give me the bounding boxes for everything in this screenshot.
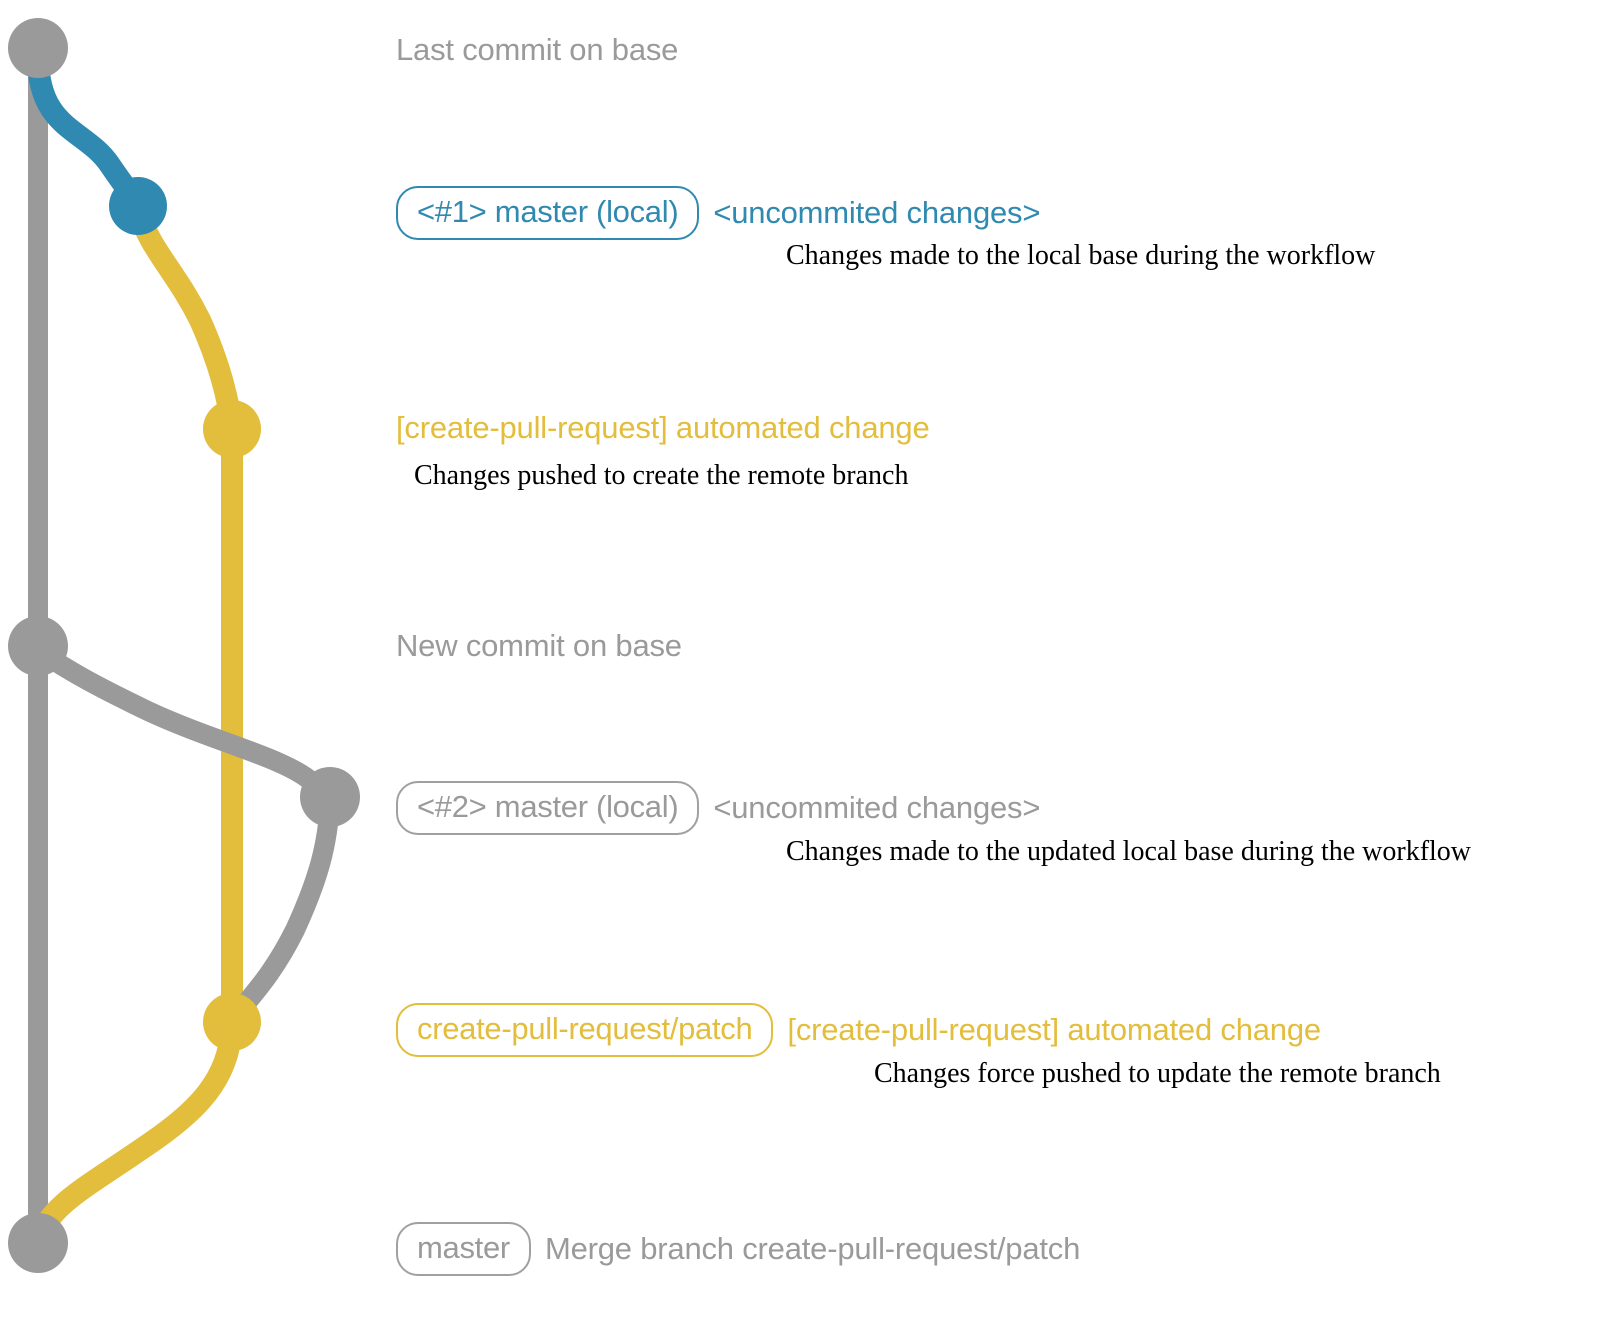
commit-description: Changes made to the updated local base d… (786, 836, 1472, 867)
node-merge-commit (8, 1213, 68, 1273)
branch-badge-master-local-2[interactable]: <#2> master (local) (396, 781, 700, 835)
row-master-merge: master Merge branch create-pull-request/p… (396, 1222, 1080, 1276)
row-last-commit-on-base: Last commit on base (396, 32, 678, 68)
node-local-commit-1 (109, 177, 167, 235)
commit-subject: <uncommited changes> (713, 790, 1041, 825)
local2-to-patch2-gray-line (222, 790, 340, 1032)
commit-headline: New commit on base (396, 628, 682, 663)
branch-badge-master[interactable]: master (396, 1222, 531, 1276)
commit-subject: [create-pull-request] automated change (787, 1012, 1321, 1047)
node-base-head (8, 18, 68, 78)
patch-branch-yellow-line (127, 199, 243, 1033)
commit-headline: [create-pull-request] automated change (396, 410, 930, 445)
row-automated-change-1: [create-pull-request] automated change (396, 410, 930, 446)
row-master-local-2: <#2> master (local) <uncommited changes> (396, 781, 1040, 835)
row-master-local-1: <#1> master (local) <uncommited changes> (396, 186, 1040, 240)
commit-headline: Last commit on base (396, 32, 679, 67)
badge-line: master Merge branch create-pull-request/p… (396, 1222, 1080, 1276)
node-base-new-commit (8, 616, 68, 676)
badge-line: <#2> master (local) <uncommited changes> (396, 781, 1040, 835)
badge-line: create-pull-request/patch [create-pull-re… (396, 1003, 1321, 1057)
commit-subject: <uncommited changes> (713, 195, 1041, 230)
branch-badge-create-pull-request-patch[interactable]: create-pull-request/patch (396, 1003, 774, 1057)
second-local-branch-gray-line (28, 640, 340, 807)
git-commit-graph (8, 18, 360, 1273)
row-new-commit-on-base: New commit on base (396, 628, 682, 664)
commit-description: Changes pushed to create the remote bran… (414, 460, 909, 491)
commit-description: Changes force pushed to update the remot… (874, 1058, 1441, 1089)
row-create-pull-request-patch: create-pull-request/patch [create-pull-re… (396, 1003, 1321, 1057)
node-local-commit-2 (300, 767, 360, 827)
commit-subject: Merge branch create-pull-request/patch (544, 1231, 1081, 1266)
node-patch-commit-2 (203, 993, 261, 1051)
branch-badge-master-local-1[interactable]: <#1> master (local) (396, 186, 700, 240)
badge-line: <#1> master (local) <uncommited changes> (396, 186, 1040, 240)
commit-description: Changes made to the local base during th… (786, 240, 1376, 271)
node-patch-commit-1 (203, 400, 261, 458)
patch-merge-yellow-line (27, 1015, 243, 1251)
